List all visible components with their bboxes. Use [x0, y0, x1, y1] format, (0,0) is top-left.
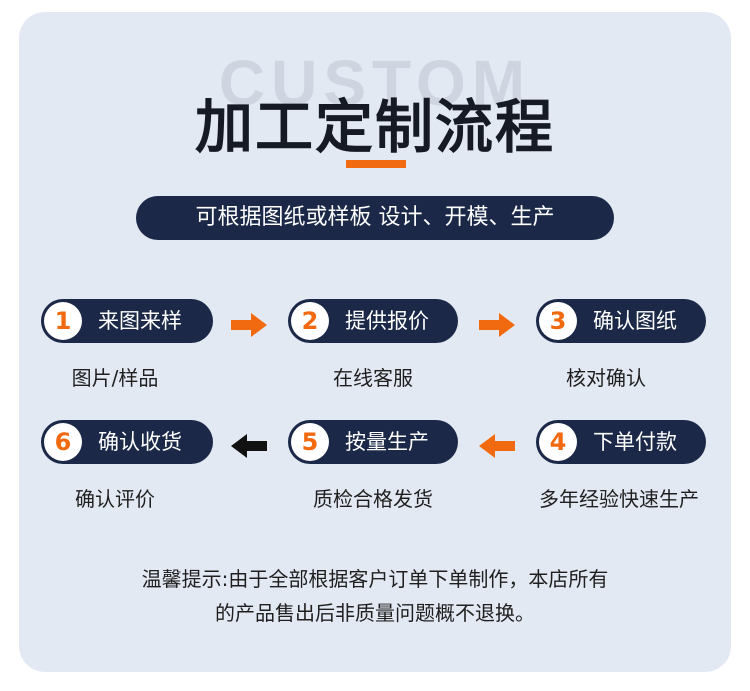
step-5-label: 按量生产 [345, 430, 429, 454]
step-4-label: 下单付款 [593, 430, 677, 454]
step-5-desc: 质检合格发货 [313, 487, 433, 511]
step-2-number: 2 [291, 302, 329, 340]
step-1-pill: 1 来图来样 [41, 299, 213, 343]
step-5-pill: 5 按量生产 [288, 420, 458, 464]
step-4-desc: 多年经验快速生产 [539, 487, 699, 511]
step-1-desc: 图片/样品 [71, 366, 159, 390]
step-4-number: 4 [539, 423, 577, 461]
left-arrow-icon [231, 434, 267, 458]
step-3-label: 确认图纸 [593, 309, 677, 333]
step-3-desc: 核对确认 [566, 366, 646, 390]
step-6-desc: 确认评价 [75, 487, 155, 511]
watermark-text: CUSTOM [218, 47, 532, 119]
right-arrow-icon [231, 313, 267, 337]
step-3-number: 3 [539, 302, 577, 340]
step-1-label: 来图来样 [98, 309, 182, 333]
step-2-label: 提供报价 [345, 309, 429, 333]
step-2-desc: 在线客服 [333, 366, 413, 390]
note-line-1: 温馨提示:由于全部根据客户订单下单制作，本店所有 [141, 567, 609, 591]
subtitle-banner: 可根据图纸或样板 设计、开模、生产 [136, 196, 614, 240]
warm-tip-note: 温馨提示:由于全部根据客户订单下单制作，本店所有 的产品售出后非质量问题概不退换… [0, 562, 750, 630]
step-6-label: 确认收货 [98, 430, 182, 454]
step-6-pill: 6 确认收货 [41, 420, 213, 464]
step-2-pill: 2 提供报价 [288, 299, 458, 343]
step-4-pill: 4 下单付款 [536, 420, 706, 464]
page-title: 加工定制流程 [194, 93, 555, 161]
step-5-number: 5 [291, 423, 329, 461]
note-line-2: 的产品售出后非质量问题概不退换。 [215, 601, 535, 625]
left-arrow-icon [479, 434, 515, 458]
title-underline [346, 160, 406, 168]
step-1-number: 1 [44, 302, 82, 340]
right-arrow-icon [479, 313, 515, 337]
step-3-pill: 3 确认图纸 [536, 299, 706, 343]
step-6-number: 6 [44, 423, 82, 461]
